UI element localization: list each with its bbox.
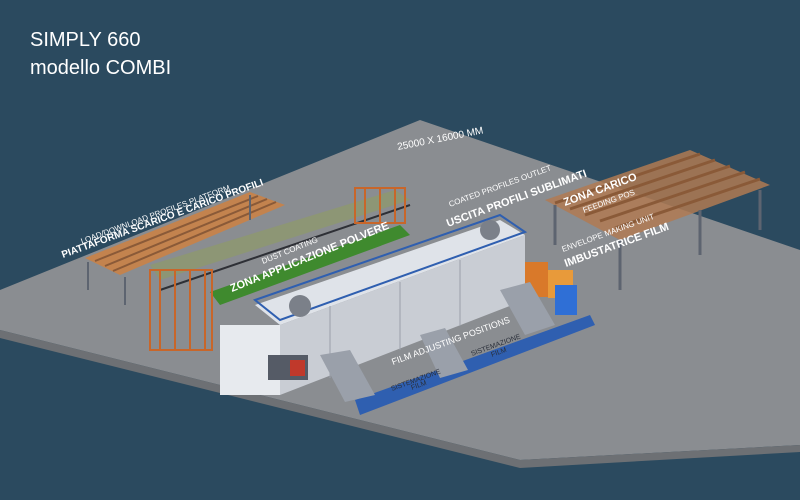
safety-frames bbox=[149, 187, 406, 351]
title-block: SIMPLY 660 modello COMBI bbox=[30, 26, 171, 82]
floor-edge bbox=[0, 330, 800, 468]
title-line-1: SIMPLY 660 bbox=[30, 29, 141, 51]
dust-coating-zone bbox=[150, 190, 411, 305]
feeding-rack bbox=[545, 150, 770, 290]
title-line-2: modello COMBI bbox=[30, 57, 172, 79]
load-download-platform bbox=[85, 192, 285, 305]
film-adjusting-platform bbox=[320, 282, 595, 415]
